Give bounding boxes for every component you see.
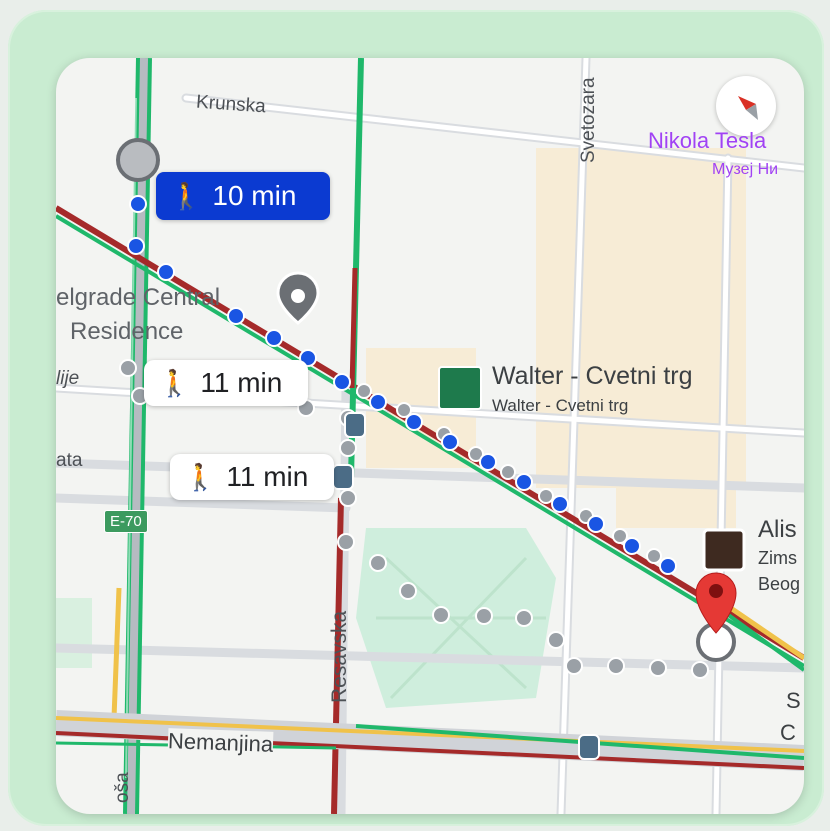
- route-time-alt-1[interactable]: 🚶 11 min: [144, 360, 308, 406]
- bus-stop-icon[interactable]: [578, 734, 600, 760]
- place-label-walter-subtitle: Walter - Cvetni trg: [492, 396, 629, 415]
- street-label-nemanjina: Nemanjina: [167, 728, 274, 758]
- route-time-label: 11 min: [200, 367, 283, 398]
- street-label-lije: lije: [56, 368, 80, 389]
- place-label-zims: Zims: [758, 548, 797, 568]
- bus-stop-icon[interactable]: [332, 464, 354, 490]
- place-label-alis[interactable]: Alis: [758, 516, 797, 543]
- street-label-ata: ata: [56, 450, 83, 471]
- place-label-c: C: [780, 720, 796, 745]
- route-time-selected[interactable]: 🚶 10 min: [156, 172, 330, 220]
- origin-marker: [116, 138, 160, 182]
- route-time-label: 11 min: [226, 461, 309, 492]
- place-label-muzej: Музеј Ни: [712, 161, 779, 178]
- place-label-belgrade-central-1: elgrade Central: [56, 284, 221, 311]
- alis-thumbnail: [702, 528, 746, 572]
- bus-stop-icon[interactable]: [344, 412, 366, 438]
- place-label-belgrade-central-2: Residence: [70, 318, 184, 345]
- selected-route-dots: [127, 195, 677, 575]
- route-time-label: 10 min: [212, 180, 297, 211]
- image-frame: Krunska Svetozara Resavska Nemanjina lij…: [8, 10, 824, 826]
- street-label-osa: oša: [112, 772, 133, 803]
- walk-icon: 🚶: [184, 461, 217, 492]
- street-label-resavska: Resavska: [328, 610, 351, 703]
- route-time-alt-2[interactable]: 🚶 11 min: [170, 454, 334, 500]
- place-label-nikola-tesla: Nikola Tesla: [648, 128, 767, 153]
- place-label-beog: Beog: [758, 574, 801, 594]
- walk-icon: 🚶: [170, 180, 203, 211]
- place-marker-icon: [276, 271, 320, 325]
- map-view[interactable]: Krunska Svetozara Resavska Nemanjina lij…: [56, 58, 804, 814]
- compass-icon[interactable]: [716, 76, 776, 136]
- highway-shield-e70: E-70: [104, 510, 148, 533]
- place-label-walter-title[interactable]: Walter - Cvetni trg: [492, 362, 693, 390]
- place-label-s: S: [786, 688, 801, 713]
- street-label-svetozara: Svetozara: [578, 77, 599, 163]
- walter-poi-icon[interactable]: [438, 366, 482, 410]
- walk-icon: 🚶: [158, 367, 191, 398]
- destination-pin-icon: [695, 572, 737, 634]
